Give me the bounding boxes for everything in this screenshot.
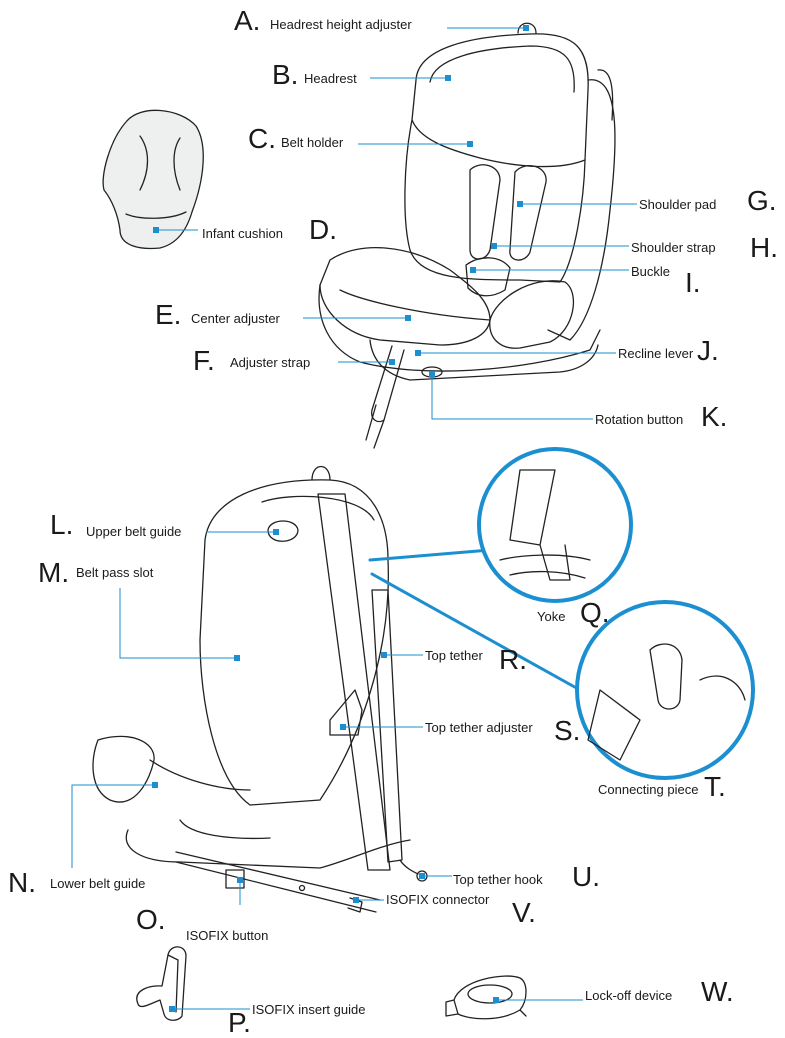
part-letter-q: Q. xyxy=(580,598,610,628)
part-label-shoulder-strap: Shoulder strap xyxy=(631,240,716,255)
part-label-belt-holder: Belt holder xyxy=(281,135,343,150)
part-letter-s: S. xyxy=(554,716,580,746)
part-label-isofix-insert-guide: ISOFIX insert guide xyxy=(252,1002,365,1017)
part-label-belt-pass-slot: Belt pass slot xyxy=(76,565,153,580)
part-letter-n: N. xyxy=(8,868,36,898)
part-letter-c: C. xyxy=(248,124,276,154)
leader-line-m xyxy=(120,588,237,658)
leader-marker-s xyxy=(340,724,346,730)
part-label-headrest-height-adjuster: Headrest height adjuster xyxy=(270,17,412,32)
leader-marker-g xyxy=(517,201,523,207)
part-label-shoulder-pad: Shoulder pad xyxy=(639,197,716,212)
part-label-buckle: Buckle xyxy=(631,264,670,279)
leader-marker-o xyxy=(237,877,243,883)
part-letter-p: P. xyxy=(228,1008,251,1038)
leader-marker-r xyxy=(381,652,387,658)
leader-marker-e xyxy=(405,315,411,321)
part-label-connecting-piece: Connecting piece xyxy=(598,782,698,797)
part-letter-j: J. xyxy=(697,336,719,366)
part-label-lower-belt-guide: Lower belt guide xyxy=(50,876,145,891)
part-letter-m: M. xyxy=(38,558,69,588)
part-label-isofix-button: ISOFIX button xyxy=(186,928,268,943)
part-label-infant-cushion: Infant cushion xyxy=(202,226,283,241)
part-letter-b: B. xyxy=(272,60,298,90)
part-letter-f: F. xyxy=(193,346,215,376)
leader-line-k xyxy=(432,374,593,419)
leader-marker-a xyxy=(523,25,529,31)
leader-marker-h xyxy=(491,243,497,249)
part-letter-r: R. xyxy=(499,645,527,675)
part-label-yoke: Yoke xyxy=(537,609,565,624)
leader-marker-i xyxy=(470,267,476,273)
part-letter-e: E. xyxy=(155,300,181,330)
part-letter-k: K. xyxy=(701,402,727,432)
part-letter-l: L. xyxy=(50,510,73,540)
part-label-recline-lever: Recline lever xyxy=(618,346,693,361)
part-letter-w: W. xyxy=(701,977,734,1007)
part-label-center-adjuster: Center adjuster xyxy=(191,311,280,326)
part-label-lock-off-device: Lock-off device xyxy=(585,988,672,1003)
leader-marker-l xyxy=(273,529,279,535)
part-letter-g: G. xyxy=(747,186,777,216)
part-letter-a: A. xyxy=(234,6,260,36)
leader-marker-n xyxy=(152,782,158,788)
lock-off-device-illustration xyxy=(446,976,526,1019)
part-label-rotation-button: Rotation button xyxy=(595,412,683,427)
leader-marker-w xyxy=(493,997,499,1003)
part-label-headrest: Headrest xyxy=(304,71,357,86)
leader-marker-p xyxy=(169,1006,175,1012)
front-seat-illustration xyxy=(319,23,615,448)
leader-marker-v xyxy=(353,897,359,903)
part-label-top-tether-adjuster: Top tether adjuster xyxy=(425,720,533,735)
leader-marker-m xyxy=(234,655,240,661)
leader-marker-d xyxy=(153,227,159,233)
part-letter-o: O. xyxy=(136,905,166,935)
part-letter-d: D. xyxy=(309,215,337,245)
part-letter-h: H. xyxy=(750,233,778,263)
leader-marker-j xyxy=(415,350,421,356)
leader-marker-b xyxy=(445,75,451,81)
part-letter-i: I. xyxy=(685,268,701,298)
leader-marker-f xyxy=(389,359,395,365)
part-label-upper-belt-guide: Upper belt guide xyxy=(86,524,181,539)
part-label-top-tether-hook: Top tether hook xyxy=(453,872,543,887)
part-letter-u: U. xyxy=(572,862,600,892)
leader-marker-c xyxy=(467,141,473,147)
part-label-top-tether: Top tether xyxy=(425,648,483,663)
part-label-isofix-connector: ISOFIX connector xyxy=(386,892,489,907)
leader-marker-k xyxy=(429,371,435,377)
part-letter-v: V. xyxy=(512,898,536,928)
leader-marker-u xyxy=(419,873,425,879)
part-letter-t: T. xyxy=(704,772,726,802)
part-label-adjuster-strap: Adjuster strap xyxy=(230,355,310,370)
